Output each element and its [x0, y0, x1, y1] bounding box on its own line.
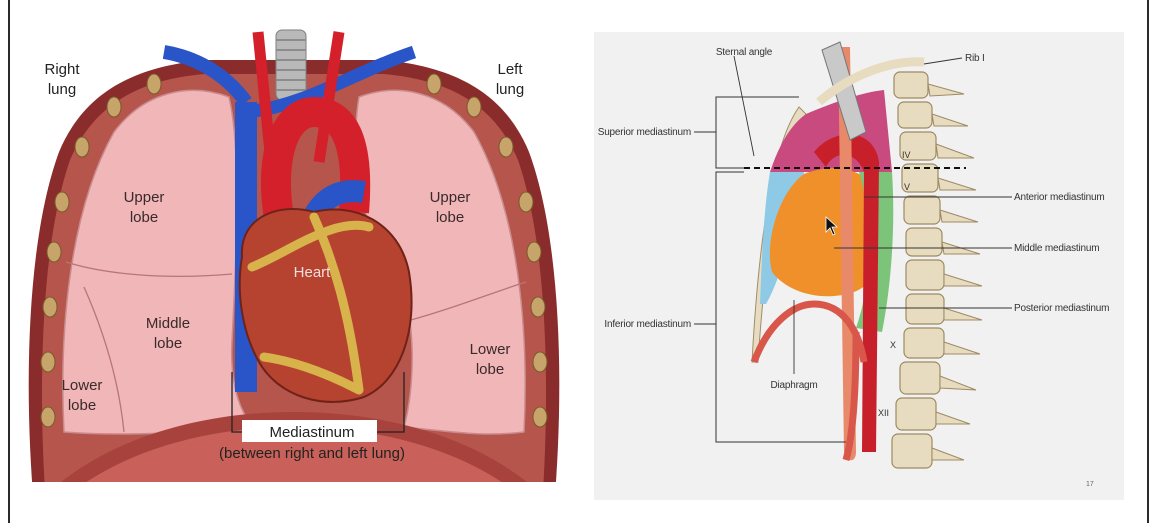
left-lower-lobe-label-1: Lower [470, 341, 511, 358]
right-lower-lobe-label-1: Lower [62, 377, 103, 394]
sternal-angle-label: Sternal angle [716, 47, 773, 58]
left-lung-label-2: lung [496, 81, 524, 98]
left-frame-edge [8, 0, 10, 523]
anterior-mediastinum-label: Anterior mediastinum [1014, 192, 1104, 203]
mediastinum-sagittal-diagram: Sternal angle Rib I Superior mediastinum… [594, 32, 1124, 500]
right-frame-edge [1147, 0, 1149, 523]
inferior-mediastinum-label: Inferior mediastinum [604, 319, 691, 330]
left-lower-lobe-label-2: lobe [476, 361, 504, 378]
mediastinum-sagittal-svg: Sternal angle Rib I Superior mediastinum… [594, 32, 1124, 500]
thorax-frontal-illustration: Right lung Left lung Upper lobe Middle l… [14, 12, 574, 507]
left-lung-label-1: Left [497, 61, 523, 78]
vertebra-iv-label: IV [902, 150, 911, 160]
diaphragm-label: Diaphragm [770, 380, 817, 391]
right-lower-lobe-label-2: lobe [68, 397, 96, 414]
vertebra-v-label: V [904, 182, 910, 192]
superior-mediastinum-label: Superior mediastinum [598, 127, 691, 138]
right-lung-label-2: lung [48, 81, 76, 98]
rib-i-label: Rib I [965, 53, 985, 64]
mediastinum-note-label: (between right and left lung) [219, 445, 405, 462]
mediastinum-label: Mediastinum [269, 424, 354, 441]
middle-mediastinum-label: Middle mediastinum [1014, 243, 1099, 254]
left-upper-lobe-label-1: Upper [430, 189, 471, 206]
posterior-mediastinum-label: Posterior mediastinum [1014, 303, 1109, 314]
right-upper-lobe-label-1: Upper [124, 189, 165, 206]
heart-label: Heart [294, 264, 332, 281]
vertebral-column [892, 72, 944, 468]
slide-number: 17 [1086, 481, 1094, 488]
right-lung-label-1: Right [44, 61, 80, 78]
right-middle-lobe-label-2: lobe [154, 335, 182, 352]
left-upper-lobe-label-2: lobe [436, 209, 464, 226]
vertebra-xii-label: XII [878, 408, 889, 418]
vertebra-x-label: X [890, 340, 896, 350]
thorax-frontal-svg: Right lung Left lung Upper lobe Middle l… [14, 12, 574, 507]
bottom-mask [14, 482, 574, 507]
right-middle-lobe-label-1: Middle [146, 315, 190, 332]
right-upper-lobe-label-2: lobe [130, 209, 158, 226]
